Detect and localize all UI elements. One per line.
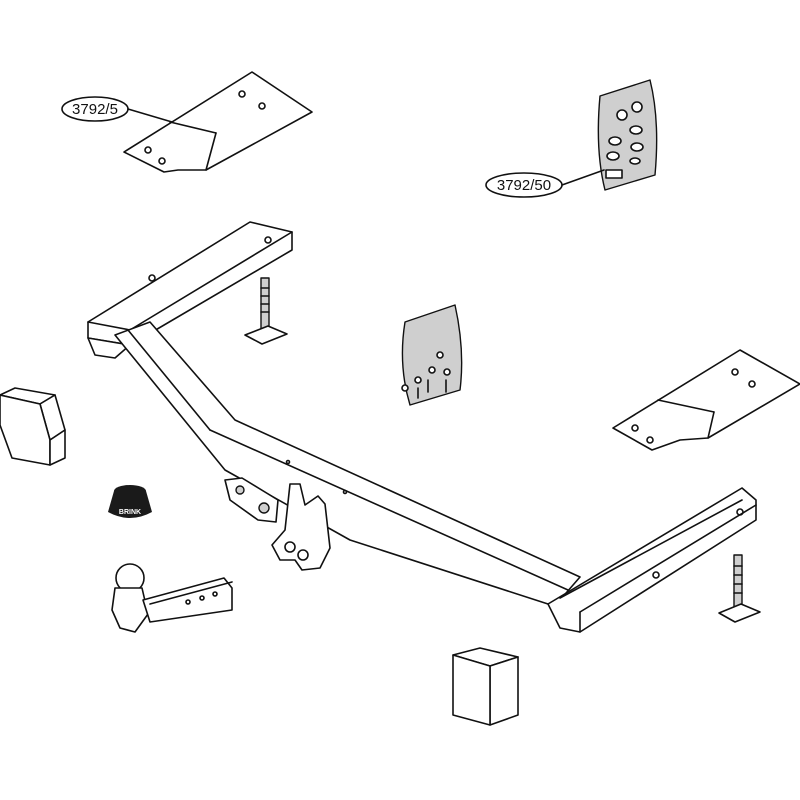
callout-plate-top: 3792/5 <box>61 96 173 123</box>
socket-brand-label: BRINK <box>119 509 141 516</box>
callout-label-bolt-kit: 3792/50 <box>497 177 551 194</box>
callout-label-plate-top: 3792/5 <box>72 101 118 118</box>
mounting-bolt-right <box>718 554 761 623</box>
bolt-kit-bag <box>597 79 658 191</box>
spacer-block-bottom <box>452 647 519 726</box>
tow-ball-hook <box>111 563 233 633</box>
towbar-crossbar <box>87 221 757 633</box>
socket-bracket <box>224 477 331 571</box>
electrical-socket-cap: BRINK <box>108 485 152 518</box>
mounting-bolt-left <box>244 277 288 345</box>
bolt-kit-bag-small <box>401 304 463 406</box>
spacer-block-left <box>0 387 66 466</box>
callout-bolt-kit: 3792/50 <box>485 169 605 198</box>
reinforcement-plate-top <box>123 71 313 173</box>
reinforcement-plate-right <box>612 349 800 451</box>
